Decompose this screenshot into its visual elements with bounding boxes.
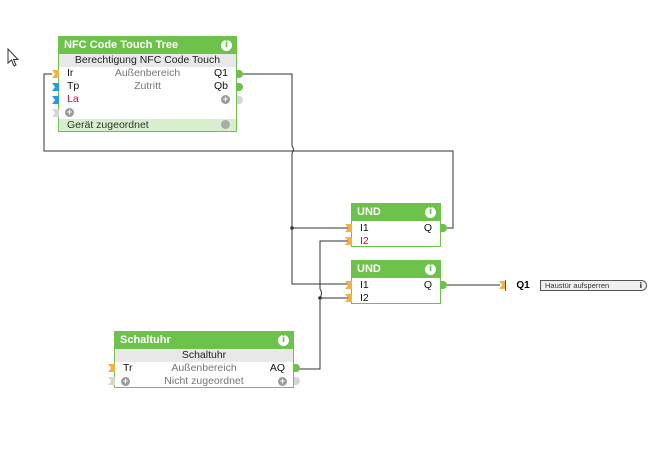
mouse-cursor-icon xyxy=(7,48,20,67)
io-row: Tp Zutritt Qb xyxy=(59,80,236,93)
nfc-code-touch-block[interactable]: NFC Code Touch Tree i Berechtigung NFC Co… xyxy=(58,36,237,132)
block-header[interactable]: UND i xyxy=(352,204,440,221)
output-pin-qb[interactable] xyxy=(237,83,243,91)
io-row: I2 xyxy=(352,235,440,248)
input-i1[interactable]: I1 xyxy=(360,222,369,234)
input-ir[interactable]: Ir xyxy=(67,67,74,79)
und-block-2[interactable]: UND i I1 Q I2 xyxy=(351,260,441,304)
input-tr[interactable]: Tr xyxy=(123,362,133,374)
output-ref-label: Haustür aufsperren xyxy=(545,281,610,290)
input-pin-la[interactable] xyxy=(52,96,59,104)
input-pin-i2[interactable] xyxy=(345,237,352,245)
wire-und1-q-to-ir xyxy=(43,73,454,229)
block-subtitle: Schaltuhr xyxy=(115,349,293,362)
io-row: + xyxy=(59,106,236,119)
input-pin-tp[interactable] xyxy=(52,83,59,91)
settings-icon[interactable] xyxy=(221,120,230,129)
info-icon[interactable]: i xyxy=(221,40,232,51)
row-desc: Zutritt xyxy=(134,80,161,92)
input-pin-add[interactable] xyxy=(108,377,115,385)
output-pin-q[interactable] xyxy=(441,281,447,289)
input-pin-add[interactable] xyxy=(52,109,59,117)
output-q[interactable]: Q xyxy=(423,222,432,234)
add-input-icon[interactable]: + xyxy=(121,375,130,386)
output-pin-add[interactable] xyxy=(237,96,243,104)
block-header[interactable]: UND i xyxy=(352,261,440,278)
output-pin-add[interactable] xyxy=(294,377,300,385)
input-la[interactable]: La xyxy=(67,93,79,105)
io-row: Ir Außenbereich Q1 xyxy=(59,67,236,80)
io-row: I2 xyxy=(352,292,440,305)
block-title: NFC Code Touch Tree xyxy=(64,39,179,51)
output-pin-q[interactable] xyxy=(441,224,447,232)
block-header[interactable]: NFC Code Touch Tree i xyxy=(59,37,236,54)
output-q1[interactable]: Q1 xyxy=(213,67,228,79)
add-output-icon[interactable]: + xyxy=(221,93,230,104)
input-pin-ir[interactable] xyxy=(52,70,59,78)
info-icon[interactable]: i xyxy=(639,281,642,290)
input-pin-i1[interactable] xyxy=(345,224,352,232)
info-icon[interactable]: i xyxy=(278,335,289,346)
input-pin-tr[interactable] xyxy=(108,364,115,372)
output-pin-aq[interactable] xyxy=(294,364,300,372)
block-title: Schaltuhr xyxy=(120,334,171,346)
device-status-text: Nicht zugeordnet xyxy=(164,375,244,387)
output-q[interactable]: Q xyxy=(423,279,432,291)
wire-q1-to-und xyxy=(241,73,350,285)
add-input-icon[interactable]: + xyxy=(65,106,74,117)
row-desc: Außenbereich xyxy=(114,67,181,79)
input-pin-i1[interactable] xyxy=(345,281,352,289)
block-subtitle: Berechtigung NFC Code Touch xyxy=(59,54,236,67)
io-row: Tr Außenbereich AQ xyxy=(115,362,293,375)
io-row: + Nicht zugeordnet + xyxy=(115,375,293,388)
device-status: Gerät zugeordnet xyxy=(59,119,236,131)
input-i2-negated[interactable]: I2 xyxy=(360,235,369,247)
schaltuhr-block[interactable]: Schaltuhr i Schaltuhr Tr Außenbereich AQ + N… xyxy=(114,331,294,388)
input-i1[interactable]: I1 xyxy=(360,279,369,291)
block-title: UND xyxy=(357,263,381,275)
output-qb[interactable]: Qb xyxy=(213,80,228,92)
input-tp[interactable]: Tp xyxy=(67,80,80,92)
io-row: I1 Q xyxy=(352,279,440,292)
io-row: La + xyxy=(59,93,236,106)
output-ref-id: Q1 xyxy=(506,280,541,291)
wire-aq-to-i2 xyxy=(298,240,350,370)
row-desc: Außenbereich xyxy=(171,362,237,374)
output-reference-q1[interactable]: Q1 Haustür aufsperren i xyxy=(505,280,647,291)
block-header[interactable]: Schaltuhr i xyxy=(115,332,293,349)
output-pin-q1[interactable] xyxy=(237,70,243,78)
output-aq[interactable]: AQ xyxy=(269,362,285,374)
device-status-text: Gerät zugeordnet xyxy=(67,119,149,131)
output-ref-pin[interactable] xyxy=(499,281,506,289)
info-icon[interactable]: i xyxy=(425,207,436,218)
input-i2[interactable]: I2 xyxy=(360,292,369,304)
input-pin-i2[interactable] xyxy=(345,294,352,302)
info-icon[interactable]: i xyxy=(425,264,436,275)
add-output-icon[interactable]: + xyxy=(278,375,287,386)
block-title: UND xyxy=(357,206,381,218)
und-block-1[interactable]: UND i I1 Q I2 xyxy=(351,203,441,247)
io-row: I1 Q xyxy=(352,222,440,235)
